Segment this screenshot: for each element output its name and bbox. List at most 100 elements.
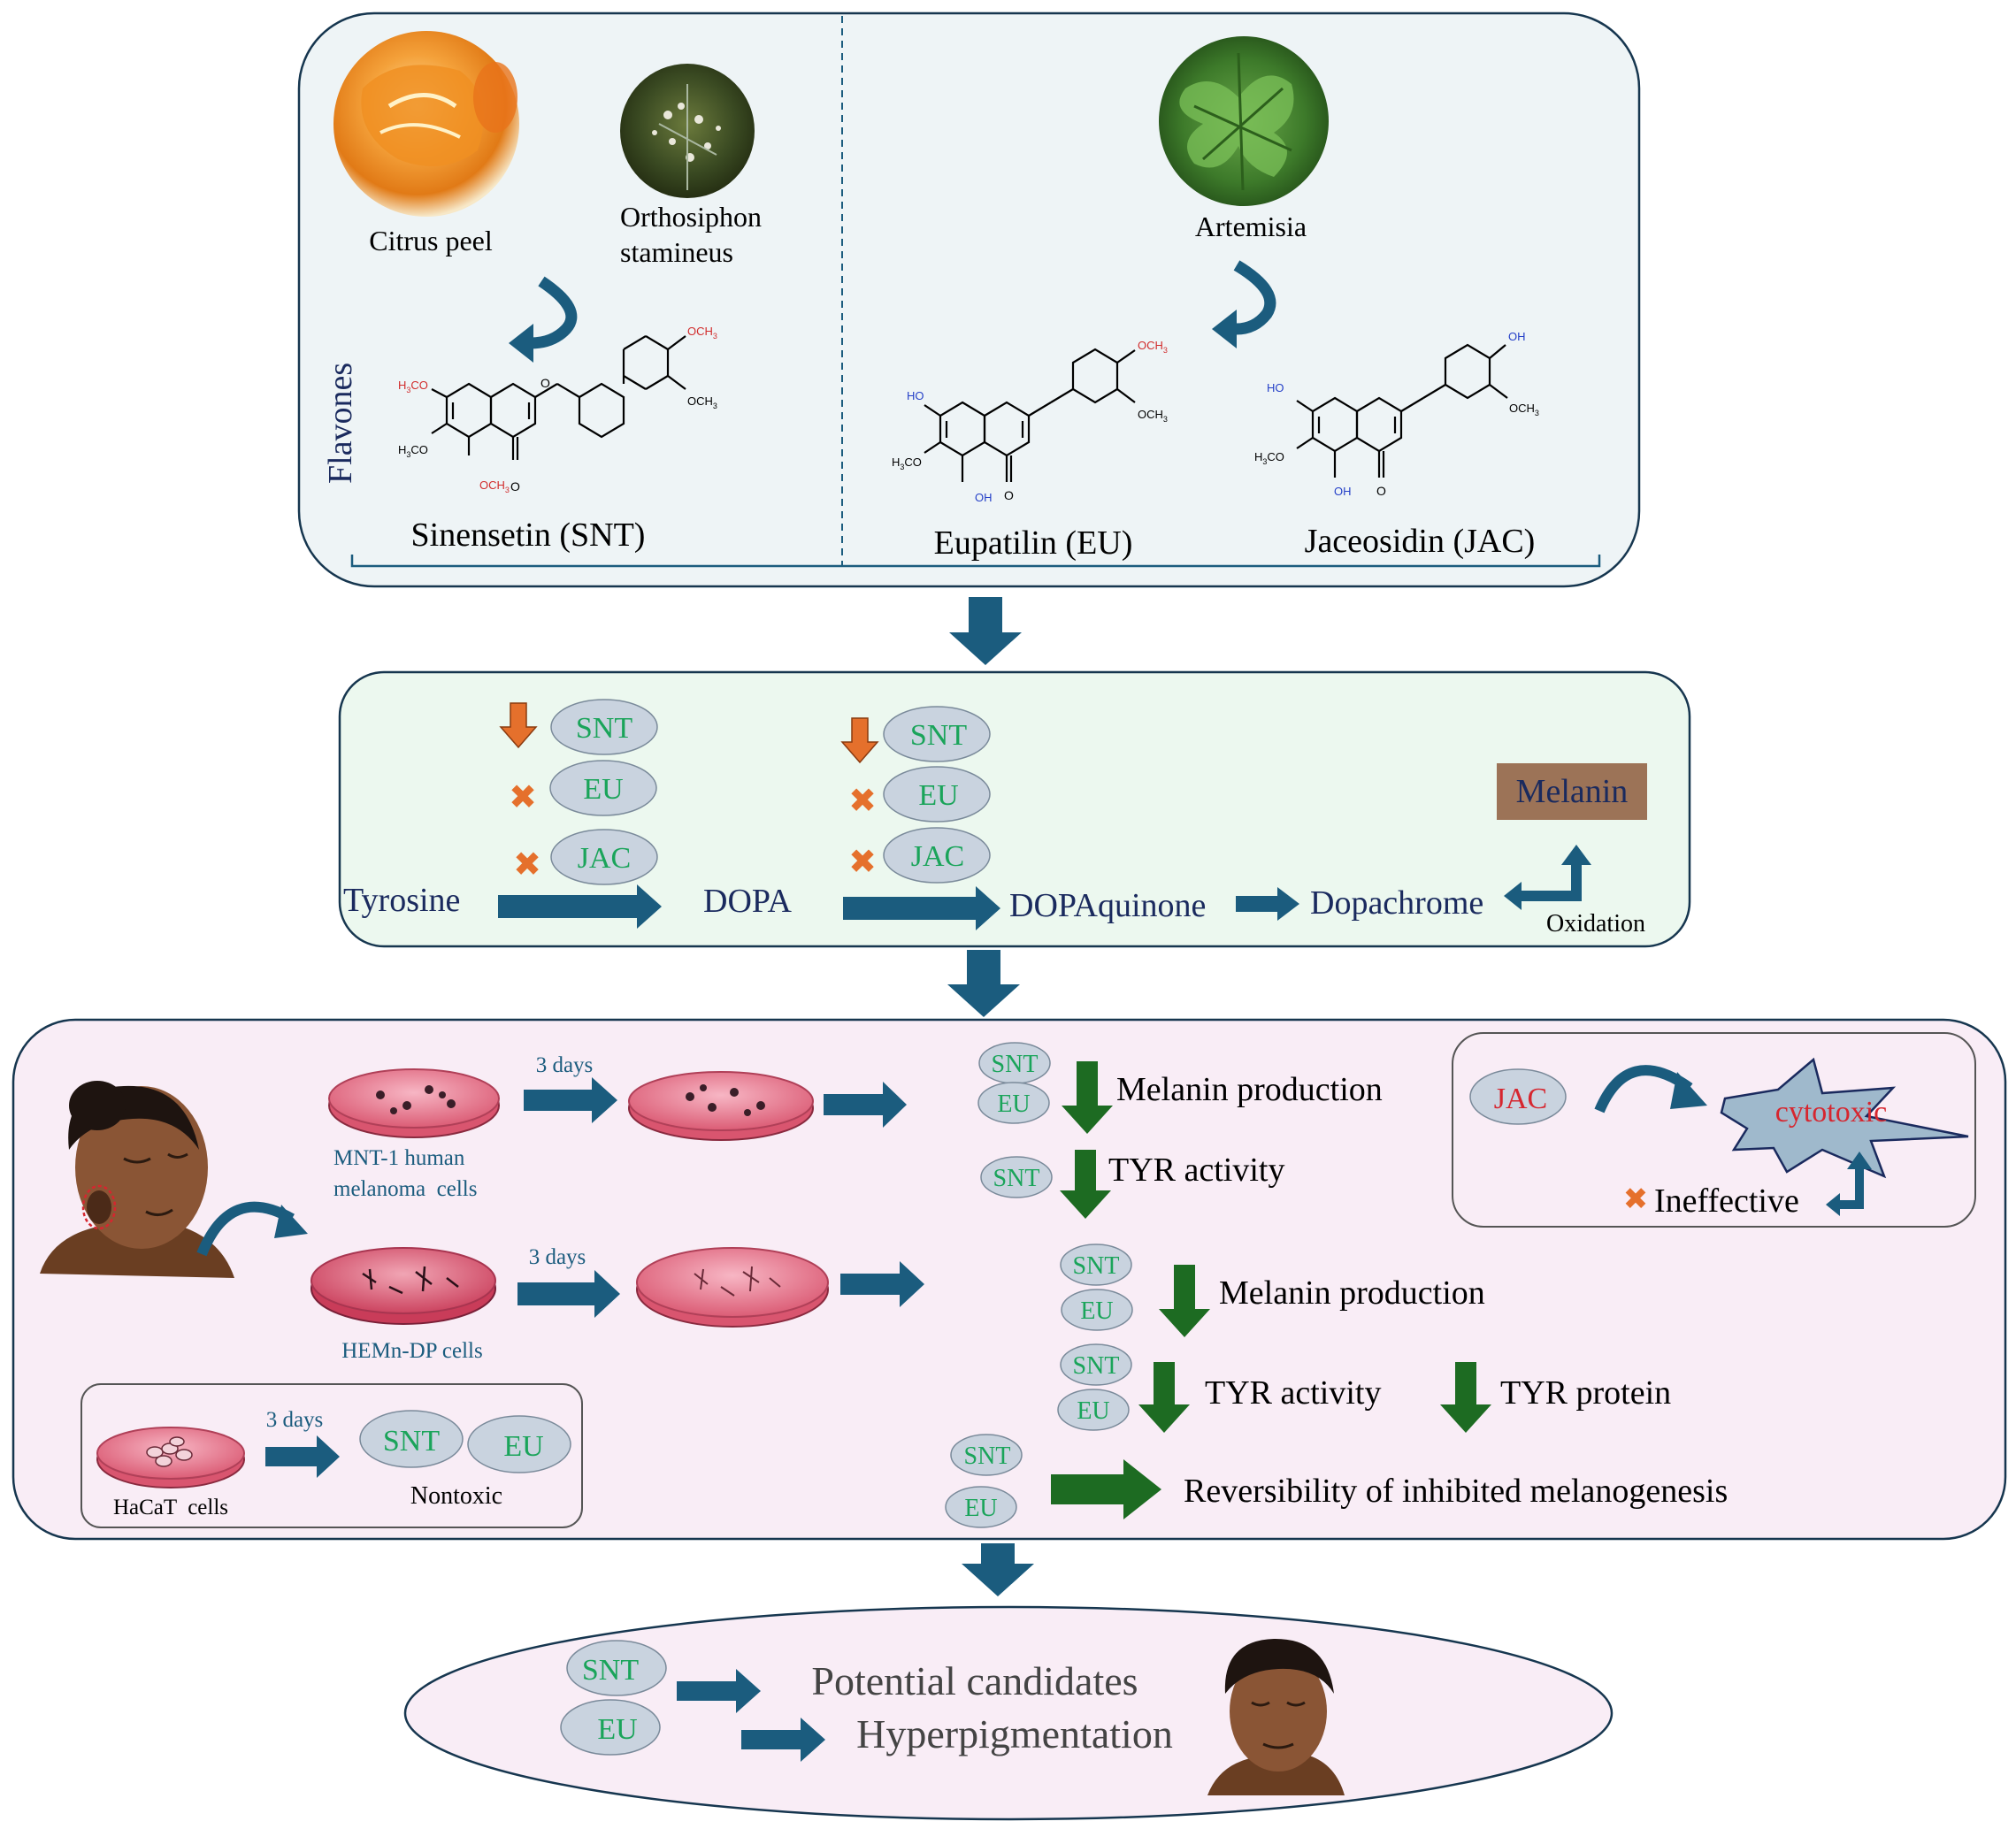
eu-pill <box>549 760 657 816</box>
eu-pill-label: EU <box>997 1091 1030 1118</box>
curved-arrow-icon <box>1594 1065 1707 1113</box>
cross-orange-icon: ✖ <box>509 779 537 816</box>
cytotoxic-burst <box>1720 1057 1969 1179</box>
jac-pill <box>883 827 991 884</box>
down-arrow-green-icon <box>1060 1150 1111 1219</box>
eu-pill-label: EU <box>503 1430 543 1463</box>
woman-face-illustration <box>1207 1638 1345 1795</box>
citrus-peel-image <box>333 31 519 217</box>
days-label: 3 days <box>536 1053 594 1077</box>
cross-orange-icon: ✖ <box>848 844 877 881</box>
eu-pill <box>467 1415 571 1473</box>
down-arrow-icon <box>949 597 1022 665</box>
right-arrow-icon <box>677 1669 761 1713</box>
hacat-label: HaCaT cells <box>113 1496 228 1519</box>
snt-pill-label: SNT <box>582 1654 639 1687</box>
mnt1-label-line1: MNT-1 human <box>333 1146 465 1170</box>
snt-h3co-bottom: H3CO <box>398 443 428 459</box>
curved-arrow-icon <box>1212 260 1276 348</box>
mnt1-dish-before <box>328 1068 500 1138</box>
snt-pill-label: SNT <box>992 1051 1039 1078</box>
jac-oh-bottom: OH <box>1334 485 1352 498</box>
eu-ho: HO <box>907 389 924 402</box>
down-arrow-green-icon <box>1440 1362 1491 1433</box>
right-arrow-icon <box>265 1435 340 1478</box>
right-arrow-green-icon <box>1051 1459 1161 1519</box>
dopachrome-label: Dopachrome <box>1310 884 1483 922</box>
cytotoxic-label: cytotoxic <box>1775 1096 1888 1129</box>
snt-pill <box>950 1434 1023 1476</box>
down-arrow-icon <box>947 950 1020 1017</box>
down-arrow-orange-icon <box>499 702 538 749</box>
flavones-label: Flavones <box>322 363 359 484</box>
jac-pill-label: JAC <box>911 840 964 873</box>
jac-h3co: H3CO <box>1254 450 1284 466</box>
hemn-dish-before <box>310 1247 496 1325</box>
snt-pill <box>550 699 658 755</box>
orthosiphon-label-line2: stamineus <box>620 236 733 268</box>
tyr-protein-label: TYR protein <box>1500 1374 1671 1412</box>
down-arrow-orange-icon <box>840 717 879 764</box>
melanin-box <box>1497 763 1647 820</box>
tyr-activity-label: TYR activity <box>1108 1152 1284 1189</box>
oxidation-label: Oxidation <box>1546 910 1645 937</box>
nontoxic-label: Nontoxic <box>410 1482 502 1510</box>
snt-pill-label: SNT <box>993 1165 1040 1192</box>
eu-pill <box>883 766 991 823</box>
eu-pill <box>560 1699 661 1756</box>
snt-pill <box>883 706 991 762</box>
jac-pill-label: JAC <box>1494 1083 1547 1115</box>
eu-carbonyl-o: O <box>1004 488 1014 502</box>
eupatilin-name: Eupatilin (EU) <box>934 524 1133 562</box>
cross-orange-icon: ✖ <box>1623 1182 1649 1216</box>
hemn-dish-after <box>636 1247 829 1328</box>
jac-och3-right: OCH3 <box>1509 402 1539 417</box>
days-label: 3 days <box>529 1245 586 1269</box>
right-arrow-icon <box>517 1270 620 1318</box>
snt-h3co-top: H3CO <box>398 379 428 394</box>
jac-pill <box>1469 1068 1567 1125</box>
jac-carbonyl-o: O <box>1376 484 1386 498</box>
right-arrow-icon <box>498 884 662 929</box>
snt-pill <box>1060 1244 1132 1286</box>
dopa-label: DOPA <box>703 883 793 920</box>
jac-cytotoxicity-box <box>1452 1032 1976 1228</box>
orthosiphon-image <box>620 64 755 198</box>
right-arrow-icon <box>840 1261 924 1307</box>
snt-pill <box>359 1410 464 1468</box>
right-arrow-icon <box>824 1082 907 1128</box>
snt-pill-label: SNT <box>576 712 632 745</box>
down-arrow-green-icon <box>1159 1265 1210 1337</box>
eu-och3-right: OCH3 <box>1138 408 1168 424</box>
curved-arrow-icon <box>196 1201 308 1257</box>
hemn-label: HEMn-DP cells <box>341 1339 482 1363</box>
right-arrow-icon <box>1236 887 1299 921</box>
right-arrow-icon <box>741 1718 825 1762</box>
mnt1-dish-after <box>628 1071 814 1141</box>
ineffective-label: Ineffective <box>1654 1182 1799 1220</box>
snt-pill <box>980 1156 1053 1198</box>
snt-pill-label: SNT <box>383 1425 440 1458</box>
eu-pill-label: EU <box>918 779 958 812</box>
flavones-bracket <box>350 555 1601 568</box>
bent-arrow-icon <box>1504 845 1591 910</box>
snt-carbonyl-o: O <box>510 479 520 494</box>
artemisia-image <box>1159 36 1329 206</box>
eu-h3co: H3CO <box>892 455 922 471</box>
eu-pill-label: EU <box>964 1495 997 1522</box>
snt-pill <box>566 1640 667 1696</box>
days-label: 3 days <box>266 1408 324 1432</box>
eu-pill-label: EU <box>597 1713 637 1746</box>
jac-pill-label: JAC <box>578 842 631 875</box>
sinensetin-name: Sinensetin (SNT) <box>411 517 646 554</box>
jaceosidin-structure <box>1296 343 1508 478</box>
down-arrow-green-icon <box>1062 1061 1113 1134</box>
bent-arrow-icon <box>1826 1152 1872 1216</box>
melanin-production-label: Melanin production <box>1116 1071 1383 1108</box>
eu-pill-label: EU <box>1080 1297 1113 1325</box>
curved-arrow-icon <box>509 276 578 363</box>
melanin-label: Melanin <box>1516 773 1629 810</box>
pathway-panel <box>338 670 1691 948</box>
eu-pill <box>1057 1389 1130 1431</box>
eu-och3-top: OCH3 <box>1138 339 1168 355</box>
